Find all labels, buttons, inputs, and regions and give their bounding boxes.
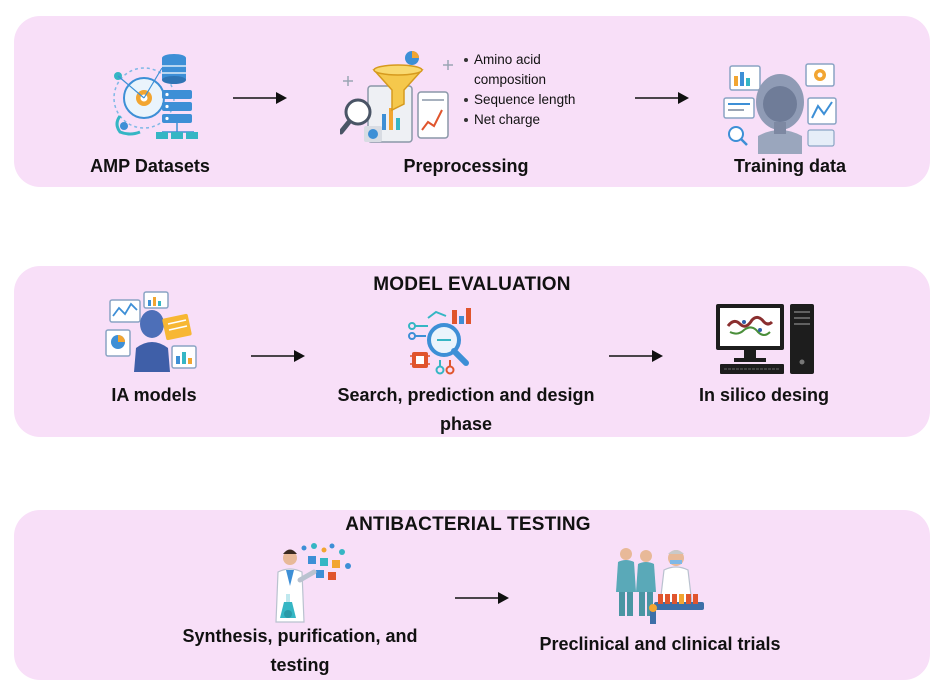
panel-title-model-evaluation: MODEL EVALUATION	[373, 274, 571, 295]
computer-workstation-icon	[716, 304, 814, 374]
stage-label-preclinical-clinical-trials: Preclinical and clinical trials	[539, 634, 781, 654]
feature-list: Amino acid composition Sequence length N…	[462, 50, 612, 130]
stage-label-training-data: Training data	[733, 156, 847, 176]
stage-label-search-prediction-design: Search, prediction and design phase	[337, 385, 595, 434]
database-network-icon	[113, 54, 198, 139]
stage-label-amp-datasets: AMP Datasets	[90, 156, 210, 176]
panel-antibacterial-testing: ANTIBACTERIAL TESTING Synthesis, purific…	[14, 510, 930, 680]
panel-data-preparation: AMP Datasets Amino acid composition Sequ…	[14, 16, 930, 187]
stage-label-in-silico-design: In silico desing	[698, 385, 830, 405]
arrow-right-icon	[251, 350, 305, 362]
feature-item: Net charge	[462, 110, 612, 130]
magnifier-analysis-icon	[408, 308, 471, 375]
ai-dashboard-icon	[105, 291, 197, 372]
stage-label-synthesis-purification-testing: Synthesis, purification, and testing	[182, 626, 418, 675]
stage-label-preprocessing: Preprocessing	[403, 156, 529, 176]
ai-robot-icon	[723, 63, 837, 154]
panel-title-antibacterial-testing: ANTIBACTERIAL TESTING	[345, 514, 591, 535]
arrow-right-icon	[609, 350, 663, 362]
feature-item: Amino acid composition	[462, 50, 612, 90]
data-funnel-icon	[340, 51, 453, 143]
arrow-right-icon	[455, 592, 509, 604]
arrow-right-icon	[635, 92, 689, 104]
lab-team-icon	[616, 548, 704, 624]
panel-model-evaluation: MODEL EVALUATION IA models	[14, 266, 930, 437]
stage-label-ia-models: IA models	[111, 385, 197, 405]
arrow-right-icon	[233, 92, 287, 104]
feature-item: Sequence length	[462, 90, 612, 110]
scientist-icon	[275, 543, 351, 623]
